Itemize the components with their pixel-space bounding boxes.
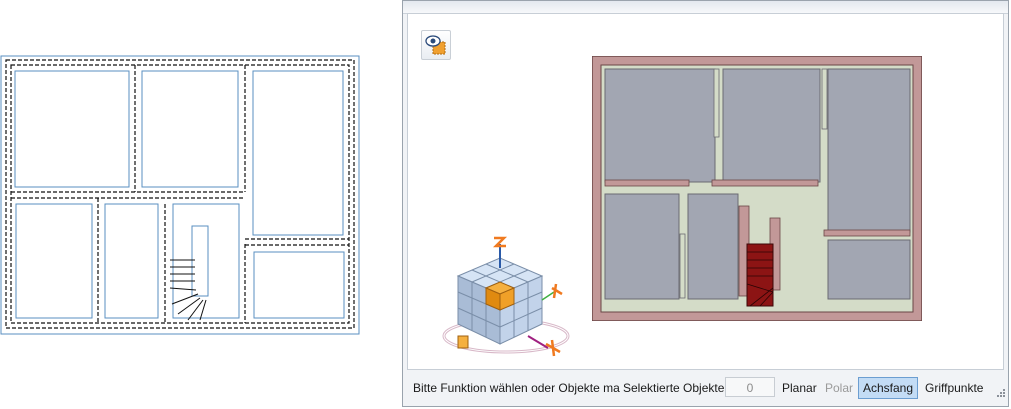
selected-objects-count: 0	[725, 377, 775, 397]
floor-plan-3d	[592, 56, 922, 321]
status-bar: Bitte Funktion wählen oder Objekte ma Se…	[407, 373, 1007, 403]
polar-toggle[interactable]: Polar	[825, 381, 854, 395]
eye-view-icon[interactable]	[421, 30, 451, 60]
viewport-window: Bitte Funktion wählen oder Objekte ma Se…	[402, 0, 1009, 407]
planar-toggle[interactable]: Planar	[782, 381, 817, 395]
achsfang-toggle[interactable]: Achsfang	[858, 377, 919, 399]
resize-grip-icon[interactable]	[995, 387, 1005, 397]
floor-plan-2d	[0, 55, 360, 335]
3d-viewport[interactable]	[407, 13, 1004, 370]
griffpunkte-toggle[interactable]: Griffpunkte	[925, 381, 984, 395]
selected-objects-label: Selektierte Objekte	[623, 381, 725, 395]
navigation-cube-icon[interactable]	[438, 228, 578, 368]
status-message: Bitte Funktion wählen oder Objekte ma	[413, 381, 620, 395]
